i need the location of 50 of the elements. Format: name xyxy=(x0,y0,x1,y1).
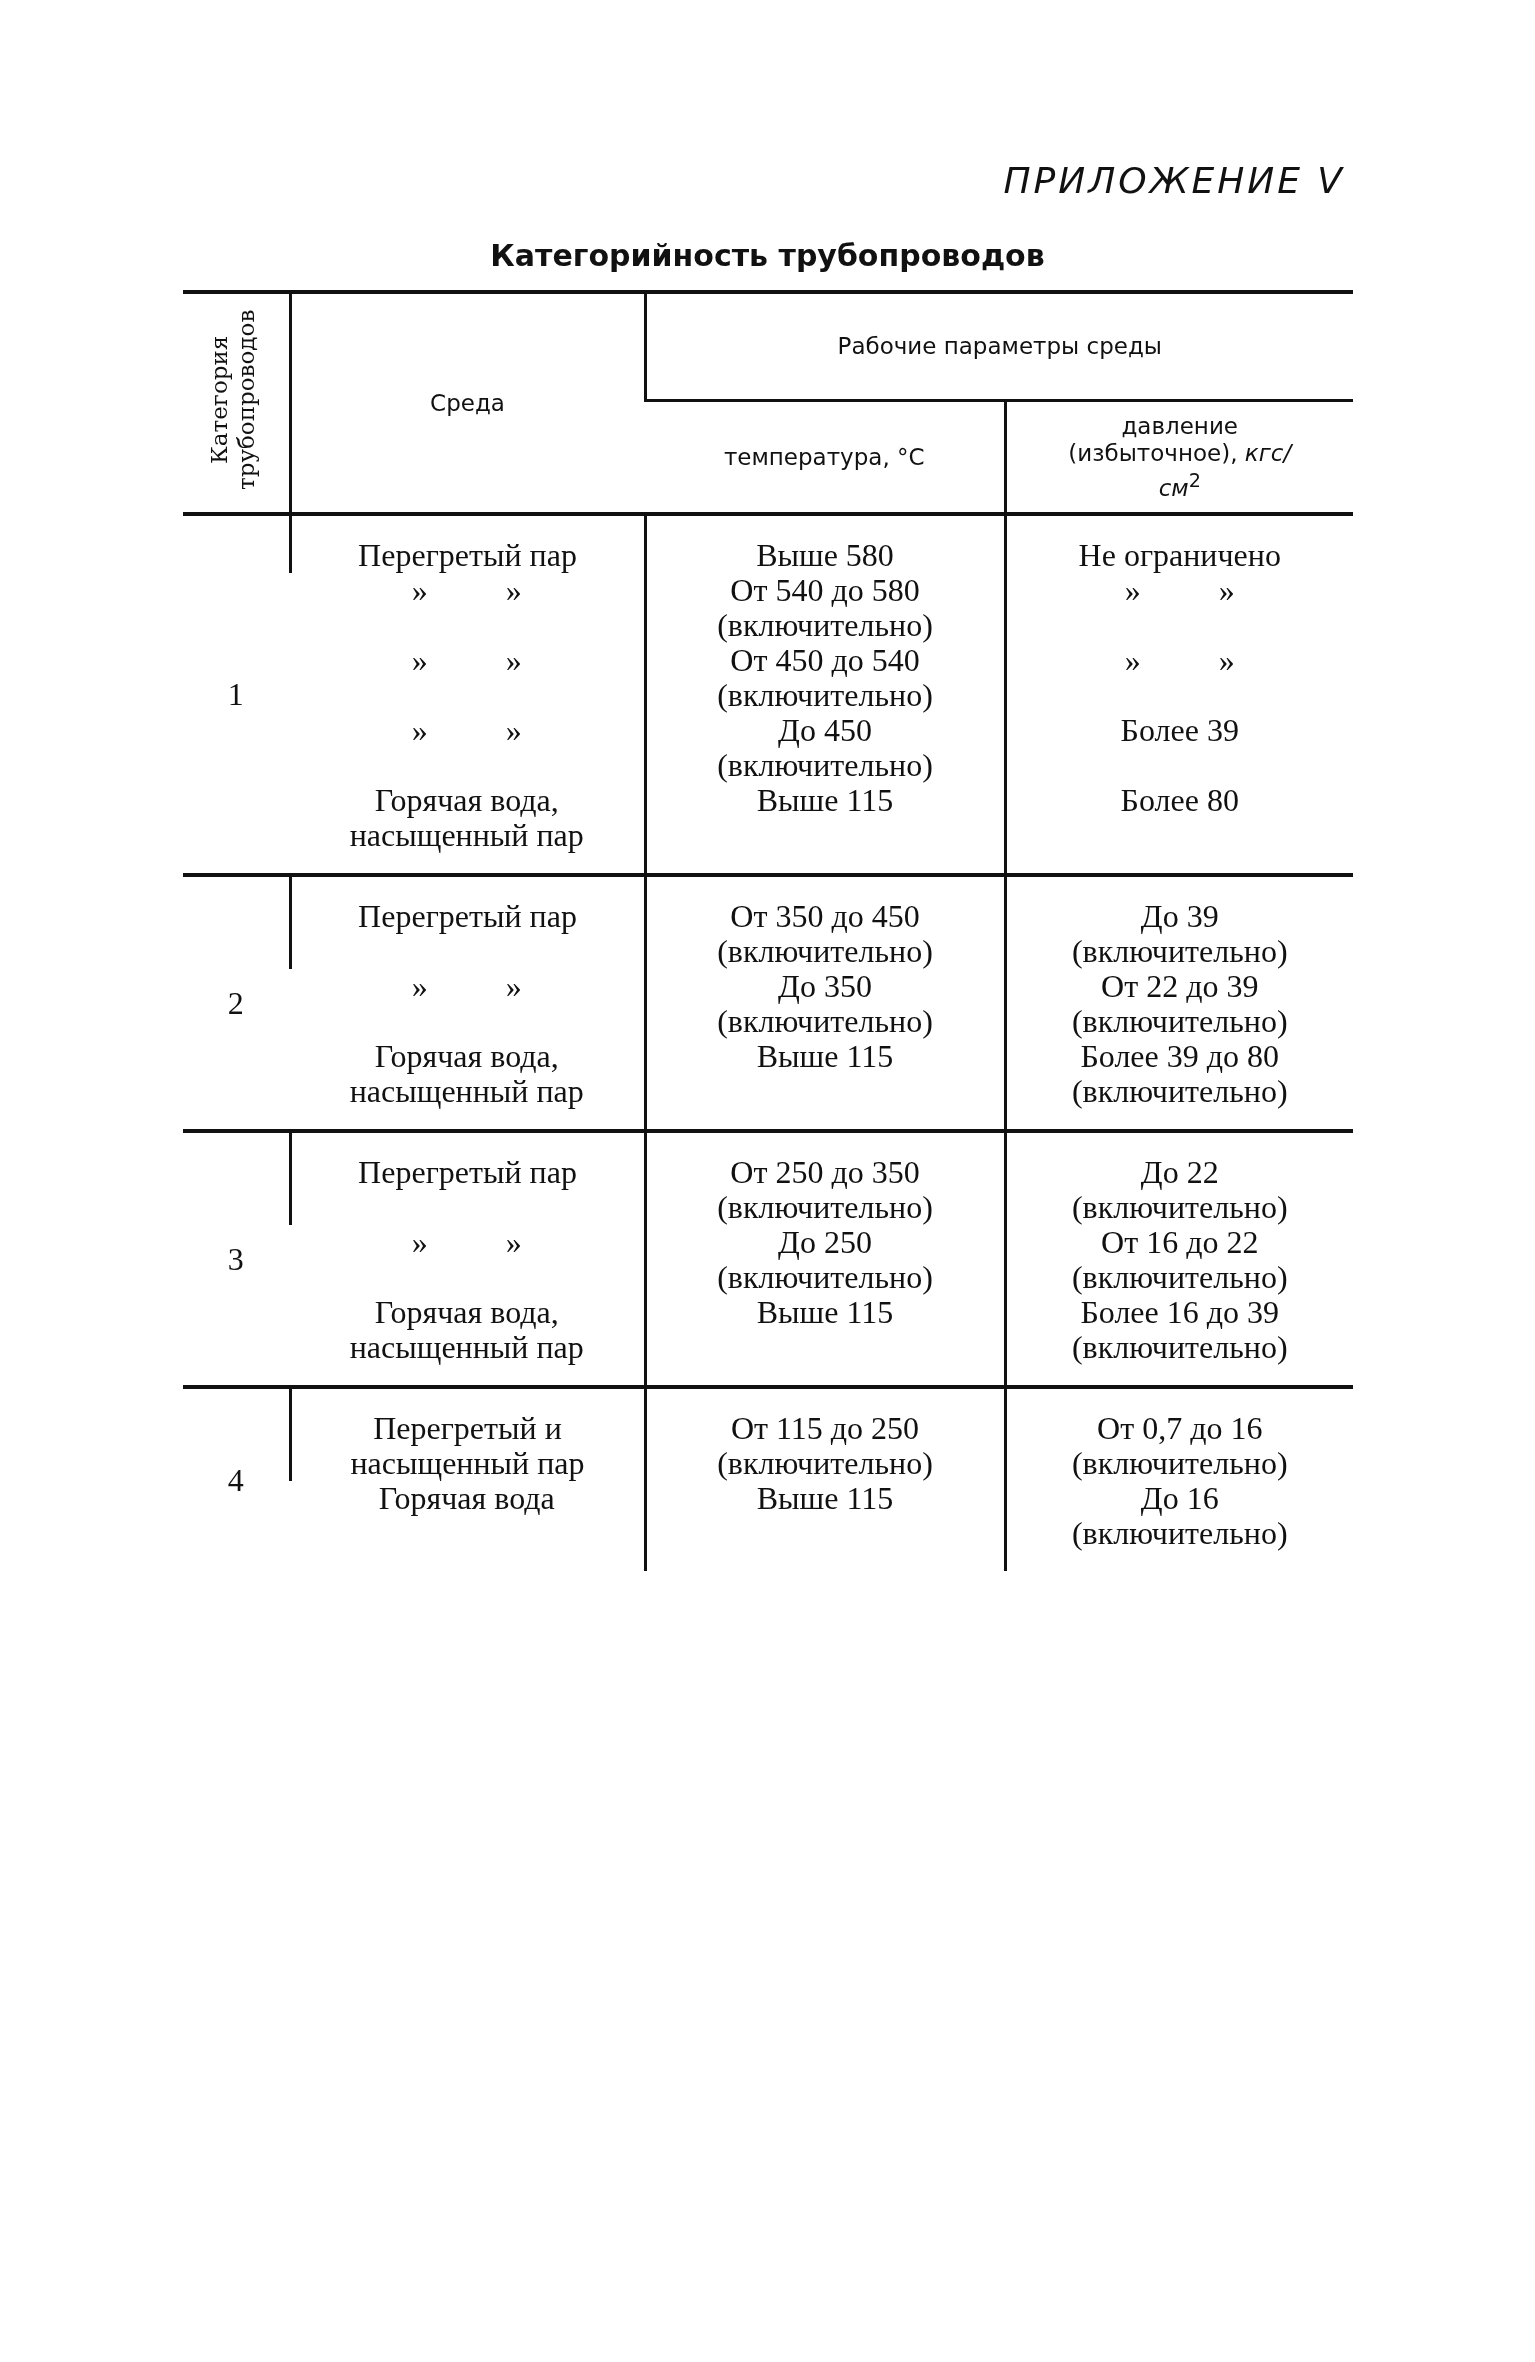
medium-name: Перегретый пар xyxy=(358,899,577,934)
category-number: 1 xyxy=(227,676,244,712)
column-header: Категория трубопроводов xyxy=(205,310,260,490)
ditto-marks: » » xyxy=(411,573,522,608)
temperature-value: От 540 до 580 (включительно) xyxy=(716,573,934,643)
temperature-value: От 350 до 450 (включительно) xyxy=(716,899,934,969)
pressure-value: Более 16 до 39 (включительно) xyxy=(1070,1295,1289,1365)
temperature-value: Выше 580 xyxy=(756,538,894,573)
column-header: температура, °С xyxy=(723,443,925,470)
temperature-value: От 450 до 540 (включительно) xyxy=(716,643,934,713)
pressure-value: Более 80 xyxy=(1120,783,1239,818)
temperature-value: Выше 115 xyxy=(756,1039,894,1074)
temperature-value: От 250 до 350 (включительно) xyxy=(716,1155,934,1225)
temperature-value: Выше 115 xyxy=(756,1481,894,1516)
category-number: 4 xyxy=(227,1461,244,1498)
pressure-value: До 39 (включительно) xyxy=(1070,899,1289,969)
pressure-value: От 22 до 39 (включительно) xyxy=(1070,969,1289,1039)
temperature-value: До 250 (включительно) xyxy=(716,1225,934,1295)
pressure-value: Более 39 xyxy=(1120,713,1239,748)
medium-name: Горячая вода, насыщенный пар xyxy=(348,783,585,853)
medium-name: Перегретый и насыщенный пар xyxy=(349,1411,586,1481)
ditto-marks: » » xyxy=(1124,573,1235,608)
pressure-value: До 22 (включительно) xyxy=(1070,1155,1289,1225)
temperature-value: До 450 (включительно) xyxy=(716,713,934,783)
category-number: 3 xyxy=(227,1240,244,1277)
ditto-marks: » » xyxy=(411,969,522,1004)
medium-name: Перегретый пар xyxy=(358,538,577,573)
medium-name: Горячая вода, насыщенный пар xyxy=(348,1039,585,1109)
ditto-marks: » » xyxy=(411,1225,522,1260)
medium-name: Горячая вода xyxy=(378,1481,555,1516)
category-number: 2 xyxy=(227,984,244,1021)
column-header: Рабочие параметры среды xyxy=(837,333,1162,359)
medium-name: Перегретый пар xyxy=(358,1155,577,1190)
medium-name: Горячая вода, насыщенный пар xyxy=(348,1295,585,1365)
pressure-value: От 0,7 до 16 (включительно) xyxy=(1070,1411,1289,1481)
temperature-value: Выше 115 xyxy=(756,1295,894,1330)
pressure-value: До 16 (включительно) xyxy=(1070,1481,1289,1551)
ditto-marks: » » xyxy=(1124,643,1235,678)
temperature-value: До 350 (включительно) xyxy=(716,969,934,1039)
column-header: давление (избыточное), кгс/см$^{2}$ xyxy=(1067,412,1294,502)
table-title: Категорийность трубопроводов xyxy=(489,238,1046,273)
column-header: Среда xyxy=(430,389,505,416)
ditto-marks: » » xyxy=(411,713,522,748)
temperature-value: От 115 до 250 (включительно) xyxy=(716,1411,934,1481)
pressure-value: От 16 до 22 (включительно) xyxy=(1070,1225,1289,1295)
pressure-value: Более 39 до 80 (включительно) xyxy=(1070,1039,1289,1109)
temperature-value: Выше 115 xyxy=(756,783,894,818)
appendix-heading: ПРИЛОЖЕНИЕ V xyxy=(1003,160,1345,201)
ditto-marks: » » xyxy=(411,643,522,678)
pressure-value: Не ограничено xyxy=(1078,538,1281,573)
